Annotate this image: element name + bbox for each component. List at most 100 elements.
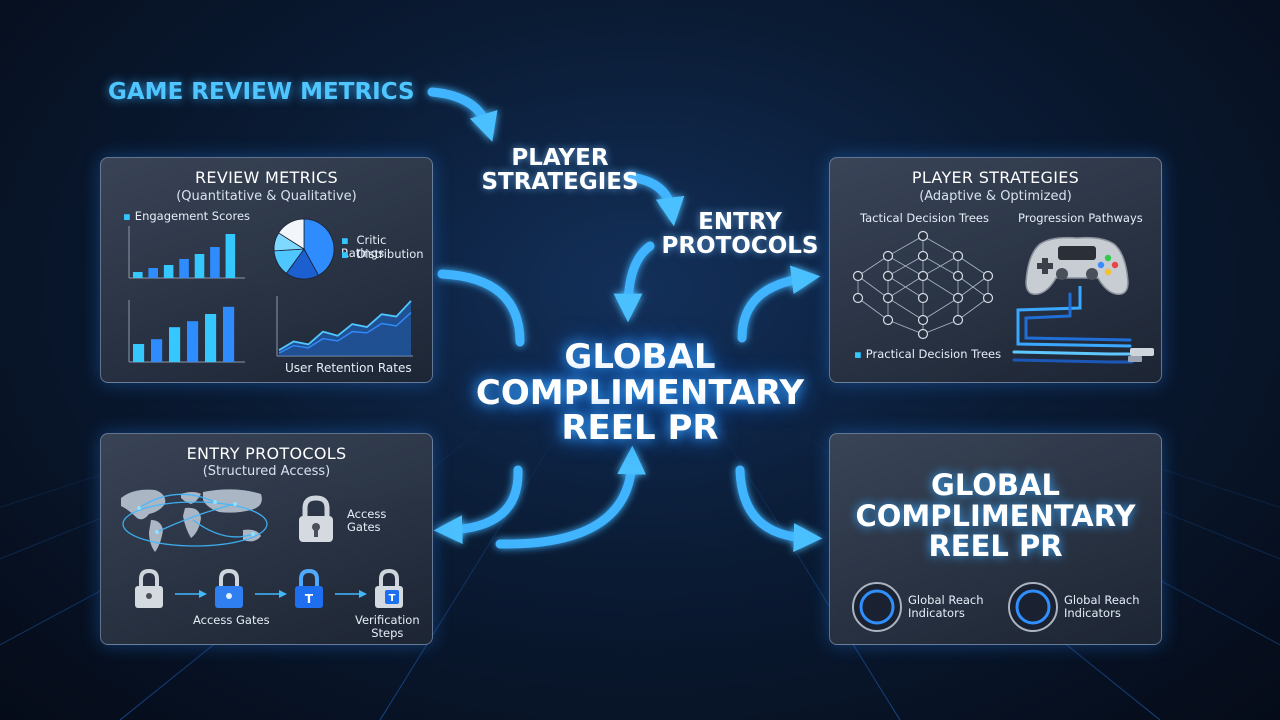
global-reach-indicator-1: Global Reach Indicators [908,593,984,620]
area-series [279,300,411,356]
flow-step-line: STRATEGIES [481,169,639,196]
svg-text:T: T [305,592,314,606]
bar [205,314,217,362]
lock-icon [215,568,243,608]
network-edge [957,275,989,299]
bar [133,344,145,362]
pie-slice [303,218,335,276]
network-edge [922,235,959,257]
decision-tree-network-icon [852,230,994,340]
panel-subtitle: (Adaptive & Optimized) [919,189,1072,204]
player-strategies-panel: PLAYER STRATEGIES (Adaptive & Optimized)… [829,157,1162,383]
retention-line-chart [276,296,413,357]
network-node [917,328,929,340]
network-node [917,292,929,304]
indicator-label-line: Global Reach [908,593,984,607]
access-gates-step-label: Access Gates [193,613,270,627]
verification-label-line: Steps [371,626,404,641]
critic-label-line: Distribution [356,247,424,261]
pie-slice [278,218,305,250]
network-edge [887,275,924,299]
network-node [882,314,894,326]
bar [169,327,181,362]
center-title-line: REEL PR [561,408,719,449]
panel-subtitle: (Quantitative & Qualitative) [176,189,357,204]
lock-icon [299,495,333,542]
flow-step-line: ENTRY [698,209,782,235]
flow-step-entry-protocols: ENTRY PROTOCOLS [650,210,830,258]
arrow-title-to-player [427,87,498,142]
global-reach-indicator-2: Global Reach Indicators [1064,593,1140,621]
network-node [882,270,894,282]
global-title-line: GLOBAL [931,468,1060,502]
panel-subtitle: (Structured Access) [202,464,331,479]
global-reach-ring-icon [852,582,902,632]
panel-title: PLAYER STRATEGIES [911,168,1080,187]
network-node [917,250,929,262]
lock-icon: T [375,568,403,608]
bar [210,247,220,278]
network-edge [922,255,959,277]
flow-step-line: PROTOCOLS [661,233,819,260]
bar [148,268,158,278]
panel-title: REVIEW METRICS [195,168,338,187]
flow-step-player-strategies: PLAYER STRATEGIES [470,146,650,194]
progression-cables-icon [1012,286,1154,364]
engagement-scores-label: Engagement Scores [123,209,250,223]
network-edge [922,297,959,321]
network-edge [887,235,924,257]
network-node [952,292,964,304]
global-panel-title: GLOBAL COMPLIMENTARY REEL PR [830,470,1161,562]
lock-icon [135,568,163,608]
network-edge [922,319,959,335]
center-title-line: GLOBAL [564,337,716,377]
network-edge [887,319,924,335]
verification-steps-label: Verification Steps [355,613,420,641]
network-edge [887,297,924,321]
center-hub-title: GLOBAL COMPLIMENTARY REEL PR [440,337,840,449]
svg-text:T: T [389,593,396,604]
network-node [882,292,894,304]
indicator-label-line: Global Reach [1064,593,1140,607]
network-node [982,270,994,282]
bar [223,306,235,362]
verification-label-line: Verification [355,613,420,627]
indicator-label-line: Indicators [1064,606,1121,621]
network-node [852,292,864,304]
line-series [278,311,412,354]
engagement-bar-chart [128,226,245,279]
practical-trees-label: Practical Decision Trees [854,347,1001,361]
bar [187,321,199,362]
network-edge [957,255,989,277]
user-retention-label: User Retention Rates [285,361,412,375]
global-title-line: COMPLIMENTARY [855,498,1136,533]
bar [133,272,143,278]
arrow-entry-to-center [613,241,655,323]
diagram-title: GAME REVIEW METRICS [108,79,415,105]
network-node [952,314,964,326]
network-node [917,270,929,282]
progression-pathways-label: Progression Pathways [1018,211,1143,225]
access-label-line: Access [347,507,387,521]
network-node [952,270,964,282]
entry-protocols-panel: ENTRY PROTOCOLS (Structured Access) Acce… [100,433,433,645]
global-title-line: REEL PR [928,529,1063,564]
review-metrics-panel: REVIEW METRICS (Quantitative & Qualitati… [100,157,433,383]
network-node [982,292,994,304]
center-title-line: COMPLIMENTARY [475,372,805,413]
tactical-trees-label: Tactical Decision Trees [860,211,989,225]
bar [194,254,205,278]
network-node [917,230,929,242]
flow-step-line: PLAYER [511,145,609,171]
network-edge [957,297,989,321]
access-gates-label: Access Gates [347,507,387,535]
world-map-icon [121,489,268,552]
bar [225,234,236,278]
network-node [852,270,864,282]
arrow-center-to-player-panel [737,265,821,343]
network-node [952,250,964,262]
lock-icon: T [295,568,323,608]
access-label-line: Gates [347,520,381,535]
bar [179,259,189,278]
gamepad-icon [1025,236,1129,295]
